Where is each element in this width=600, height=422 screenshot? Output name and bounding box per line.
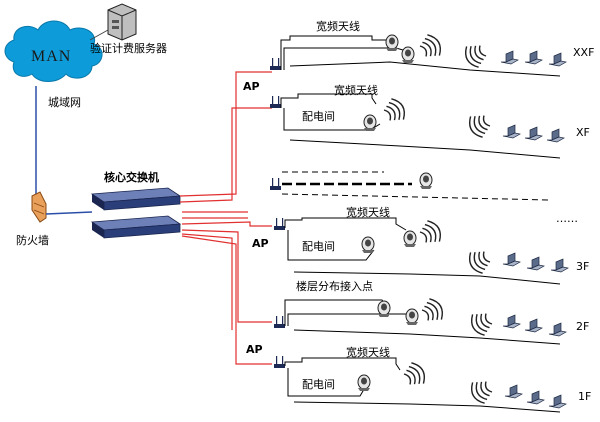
wireless-wave-icon — [466, 375, 496, 407]
ellipsis-label: …… — [556, 212, 578, 225]
ap-label-middle: AP — [252, 237, 269, 250]
antenna-icon — [419, 172, 433, 190]
uplink-cables — [179, 71, 272, 365]
laptop-icon — [504, 384, 523, 399]
antenna-icon — [377, 300, 391, 318]
firewall-icon — [31, 191, 47, 223]
auth-billing-server-label: 验证计费服务器 — [90, 41, 167, 55]
core-switch-label: 核心交换机 — [104, 170, 159, 184]
broadband-antenna-label-2: 宽频天线 — [334, 83, 378, 97]
laptop-icon — [524, 318, 543, 333]
distribution-room-label-2: 配电间 — [302, 240, 335, 253]
broadband-antenna-label-3: 宽频天线 — [346, 205, 390, 219]
antenna-icon — [403, 230, 417, 248]
ap-label-bottom: AP — [246, 343, 263, 356]
floor-xf-label: XF — [576, 126, 590, 139]
distribution-room-label-3: 配电间 — [302, 378, 335, 391]
floor-3f: 宽频天线 配电间 3F — [274, 205, 589, 285]
floor-distribution-access-point-label: 楼层分布接入点 — [296, 279, 373, 293]
laptop-icon — [502, 124, 521, 139]
ap-label-top: AP — [243, 80, 260, 93]
ap-icon — [270, 96, 281, 108]
laptop-icon — [500, 50, 519, 65]
antenna-icon — [361, 236, 375, 254]
ap-icon — [274, 218, 285, 230]
wireless-wave-icon — [400, 359, 430, 391]
ap-icon — [270, 178, 281, 190]
metro-network-label: 城域网 — [48, 96, 81, 109]
core-switch-icon — [90, 187, 182, 239]
distribution-room-label-1: 配电间 — [302, 110, 335, 123]
laptop-icon — [548, 52, 567, 67]
antenna-icon — [405, 308, 419, 326]
floor-3f-label: 3F — [576, 260, 589, 273]
laptop-icon — [526, 256, 545, 271]
laptop-icon — [548, 394, 567, 409]
floor-xxf-label: XXF — [573, 46, 594, 59]
wireless-wave-icon — [464, 245, 494, 277]
floor-ellipsis: …… — [270, 171, 578, 225]
laptop-icon — [550, 258, 569, 273]
wireless-wave-icon — [418, 295, 448, 327]
man-label: MAN — [31, 48, 71, 65]
laptop-icon — [524, 50, 543, 65]
laptop-icon — [524, 126, 543, 141]
floor-xxf: 宽频天线 XXF — [270, 19, 594, 77]
wireless-wave-icon — [416, 31, 446, 63]
broadband-antenna-label-1: 宽频天线 — [316, 19, 360, 33]
wireless-wave-icon — [466, 307, 496, 339]
server-icon — [107, 3, 137, 41]
wireless-wave-icon — [464, 109, 494, 141]
ap-icon — [270, 58, 281, 70]
floor-1f: 宽频天线 配电间 1F — [274, 345, 591, 413]
floor-2f: 楼层分布接入点 2F — [274, 279, 589, 345]
man-cloud-icon — [4, 20, 103, 82]
laptop-icon — [526, 390, 545, 405]
floor-1f-label: 1F — [578, 390, 591, 403]
laptop-icon — [546, 128, 565, 143]
ap-icon — [274, 316, 285, 328]
floor-xf: 宽频天线 配电间 XF — [270, 83, 590, 159]
laptop-icon — [548, 322, 567, 337]
firewall-label: 防火墙 — [16, 233, 49, 247]
antenna-icon — [401, 46, 415, 64]
ap-icon — [274, 356, 285, 368]
antenna-icon — [385, 34, 399, 52]
broadband-antenna-label-4: 宽频天线 — [346, 345, 390, 359]
wireless-wave-icon — [460, 39, 490, 71]
wireless-wave-icon — [416, 217, 446, 249]
antenna-icon — [357, 374, 371, 392]
floor-2f-label: 2F — [576, 320, 589, 333]
laptop-icon — [502, 252, 521, 267]
laptop-icon — [502, 314, 521, 329]
antenna-icon — [363, 114, 377, 132]
wireless-wave-icon — [380, 95, 410, 127]
